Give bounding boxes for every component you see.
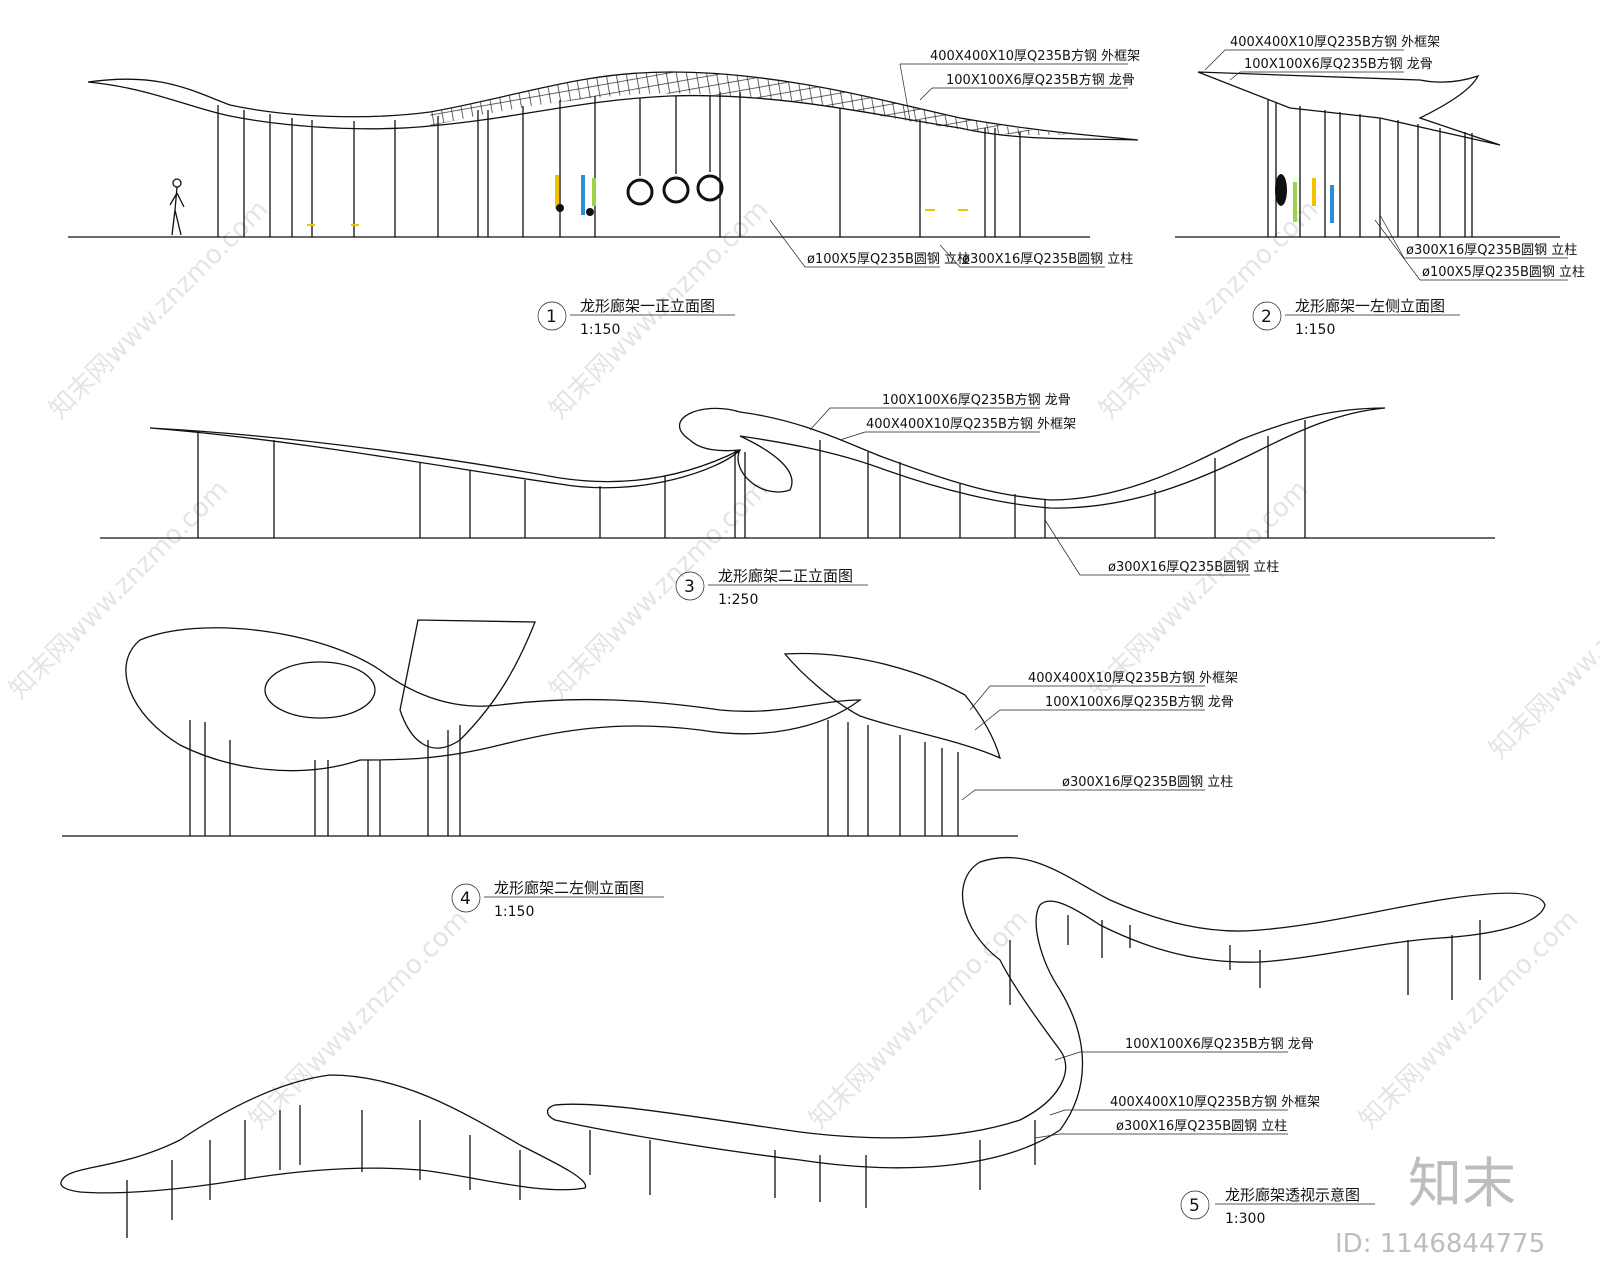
watermark-text: 知末网www.znzmo.com — [804, 904, 1035, 1135]
callout-label: 400X400X10厚Q235B方钢 外框架 — [930, 48, 1140, 64]
watermark-text: 知末网www.znzmo.com — [44, 194, 275, 425]
watermark-text: 知末网www.znzmo.com — [4, 474, 235, 705]
callouts: 400X400X10厚Q235B方钢 外框架 100X100X6厚Q235B方钢… — [961, 670, 1238, 801]
callout-label: 100X100X6厚Q235B方钢 龙骨 — [946, 72, 1135, 88]
watermark-layer: 知末网www.znzmo.com 知末网www.znzmo.com 知末网www… — [4, 194, 1600, 1135]
watermark-logo: 知末 — [1408, 1152, 1516, 1215]
hanging-rings — [626, 96, 724, 206]
callout-label: ø300X16厚Q235B圆钢 立柱 — [962, 252, 1133, 267]
human-figure-icon — [169, 178, 185, 236]
watermark-id: ID: 1146844775 — [1335, 1229, 1545, 1259]
callouts: 100X100X6厚Q235B方钢 龙骨 400X400X10厚Q235B方钢 … — [809, 392, 1279, 576]
callout-label: ø300X16厚Q235B圆钢 立柱 — [1116, 1119, 1287, 1134]
drawing-number: 1 — [546, 307, 557, 327]
play-elements — [307, 175, 968, 226]
drawing-3-front-elevation: 100X100X6厚Q235B方钢 龙骨 400X400X10厚Q235B方钢 … — [100, 392, 1495, 608]
title-block-2: 2 龙形廊架一左侧立面图 1:150 — [1252, 297, 1460, 338]
callout-label: 400X400X10厚Q235B方钢 外框架 — [1028, 670, 1238, 686]
drawing-2-left-elevation: 400X400X10厚Q235B方钢 外框架 100X100X6厚Q235B方钢… — [1175, 34, 1585, 338]
drawing-number: 4 — [460, 889, 471, 909]
watermark-text: 知末网www.znzmo.com — [1094, 194, 1325, 425]
columns — [126, 915, 1481, 1238]
drawing-5-perspective: 100X100X6厚Q235B方钢 龙骨 400X400X10厚Q235B方钢 … — [60, 856, 1546, 1238]
columns — [189, 720, 959, 836]
callout-label: 100X100X6厚Q235B方钢 龙骨 — [1125, 1036, 1314, 1052]
drawing-1-front-elevation: 400X400X10厚Q235B方钢 外框架 100X100X6厚Q235B方钢… — [68, 48, 1140, 338]
roof-segment-2 — [546, 856, 1546, 1169]
drawing-scale: 1:250 — [718, 592, 758, 608]
drawing-scale: 1:150 — [580, 322, 620, 338]
watermark-text: 知末网www.znzmo.com — [544, 474, 775, 705]
callouts: 400X400X10厚Q235B方钢 外框架 100X100X6厚Q235B方钢… — [1204, 34, 1585, 281]
callout-label: ø300X16厚Q235B圆钢 立柱 — [1108, 560, 1279, 575]
watermark-text: 知末网www.znzmo.com — [1484, 534, 1600, 765]
drawing-scale: 1:150 — [494, 904, 534, 920]
columns — [217, 92, 1021, 237]
roof-outline — [1197, 71, 1501, 146]
callout-label: 100X100X6厚Q235B方钢 龙骨 — [882, 392, 1071, 408]
callout-label: 400X400X10厚Q235B方钢 外框架 — [1230, 34, 1440, 50]
title-block-5: 5 龙形廊架透视示意图 1:300 — [1180, 1186, 1375, 1227]
callout-label: 400X400X10厚Q235B方钢 外框架 — [866, 416, 1076, 432]
drawing-title: 龙形廊架二正立面图 — [718, 567, 853, 585]
title-block-1: 1 龙形廊架一正立面图 1:150 — [537, 297, 735, 338]
roof-twist-panel — [399, 619, 536, 749]
roof-thin-wing — [149, 427, 741, 489]
drawing-title: 龙形廊架二左侧立面图 — [494, 879, 644, 897]
watermark-text: 知末网www.znzmo.com — [244, 904, 475, 1135]
drawing-4-left-elevation: 400X400X10厚Q235B方钢 外框架 100X100X6厚Q235B方钢… — [62, 619, 1238, 920]
callout-label: 100X100X6厚Q235B方钢 龙骨 — [1045, 694, 1234, 710]
roof-segment-1 — [60, 1074, 587, 1194]
drawing-title: 龙形廊架一正立面图 — [580, 297, 715, 315]
play-elements — [1275, 174, 1334, 223]
columns — [197, 420, 1306, 538]
title-block-4: 4 龙形廊架二左侧立面图 1:150 — [451, 879, 664, 920]
roof-mesh-left — [125, 627, 862, 772]
columns — [1267, 100, 1473, 237]
callout-label: 400X400X10厚Q235B方钢 外框架 — [1110, 1094, 1320, 1110]
drawing-number: 2 — [1261, 307, 1272, 327]
callouts: 400X400X10厚Q235B方钢 外框架 100X100X6厚Q235B方钢… — [769, 48, 1140, 268]
title-block-3: 3 龙形廊架二正立面图 1:250 — [675, 567, 868, 608]
roof-opening — [264, 661, 376, 719]
drawing-scale: 1:300 — [1225, 1211, 1265, 1227]
drawing-number: 5 — [1189, 1196, 1200, 1216]
callout-label: ø300X16厚Q235B圆钢 立柱 — [1062, 775, 1233, 790]
callout-label: 100X100X6厚Q235B方钢 龙骨 — [1244, 56, 1433, 72]
drawing-scale: 1:150 — [1295, 322, 1335, 338]
callouts: 100X100X6厚Q235B方钢 龙骨 400X400X10厚Q235B方钢 … — [1034, 1036, 1320, 1139]
roof-mesh-surface — [678, 407, 1386, 509]
callout-label: ø100X5厚Q235B圆钢 立柱 — [1422, 265, 1585, 280]
callout-label: ø300X16厚Q235B圆钢 立柱 — [1406, 243, 1577, 258]
drawing-title: 龙形廊架透视示意图 — [1225, 1186, 1360, 1204]
watermark-text: 知末网www.znzmo.com — [1354, 904, 1585, 1135]
roof-mesh-right — [783, 652, 1001, 760]
roof-outline — [87, 71, 1139, 141]
callout-label: ø100X5厚Q235B圆钢 立柱 — [807, 252, 970, 267]
drawing-title: 龙形廊架一左侧立面图 — [1295, 297, 1445, 315]
drawing-number: 3 — [684, 577, 695, 597]
